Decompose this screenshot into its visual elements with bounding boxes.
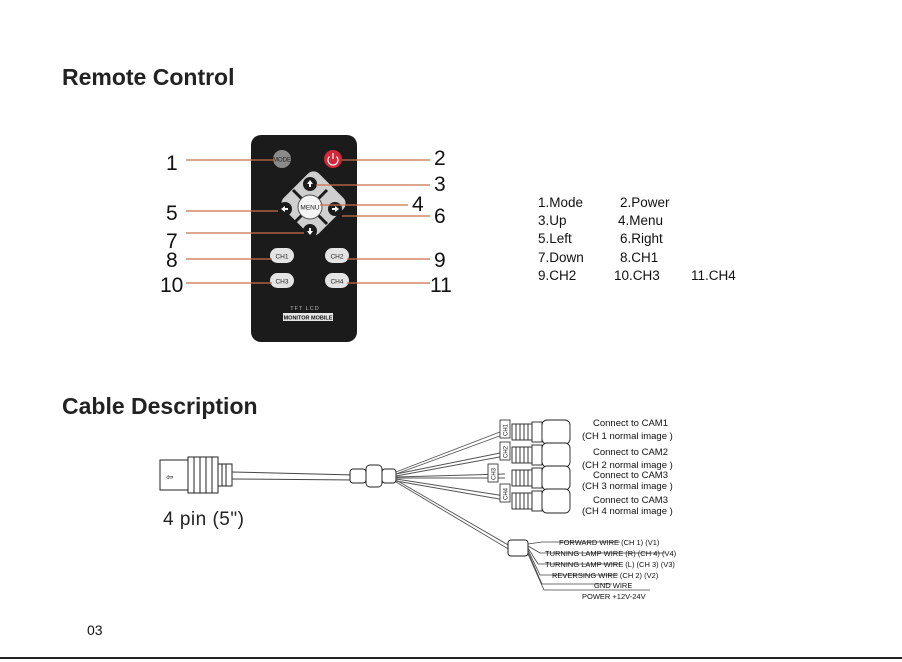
ch3-button-label: CH3 — [275, 279, 288, 286]
legend-item: 8.CH1 — [620, 250, 659, 265]
mode-button-label: MODE — [273, 158, 291, 164]
plug-tag-ch3: CH3 — [492, 467, 498, 480]
legend-item: 1.Mode — [538, 195, 584, 210]
callout-7: 7 — [166, 230, 178, 253]
arrow-down-icon — [307, 228, 313, 235]
section-title-cable: Cable Description — [62, 393, 258, 419]
cam3-label: Connect to CAM3 — [593, 470, 668, 481]
arrow-up-icon — [307, 180, 313, 187]
remote-illustration: MODE MENU CH1 CH2 CH3 CH4 TFT LCD MONITO… — [160, 135, 452, 342]
svg-text:⇦: ⇦ — [166, 472, 174, 482]
callout-1: 1 — [166, 152, 178, 175]
callout-5: 5 — [166, 202, 178, 225]
legend-item: 4.Menu — [618, 213, 664, 228]
cam4-sublabel: (CH 4 normal image ) — [582, 506, 673, 517]
plug-tag-ch1: CH1 — [504, 423, 510, 436]
wire-label-gnd: GND WIRE — [594, 581, 632, 590]
legend-item: 10.CH3 — [614, 268, 660, 283]
ch4-button — [325, 273, 349, 288]
brand-line2: MONITOR MOBILE — [284, 316, 333, 322]
cam1-label: Connect to CAM1 — [593, 418, 668, 429]
ch2-button-label: CH2 — [330, 254, 343, 261]
legend-item: 3.Up — [538, 213, 567, 228]
wire-label-turn-left: TURNING LAMP WIRE (L) (CH 3) (V3) — [545, 560, 675, 569]
plug-tag-ch2: CH2 — [504, 445, 510, 458]
wire-label-turn-right: TURNING LAMP WIRE (R) (CH 4) (V4) — [545, 549, 677, 558]
legend-item: 2.Power — [620, 195, 670, 210]
cam1-sublabel: (CH 1 normal image ) — [582, 431, 673, 442]
arrow-left-icon — [281, 206, 288, 212]
ch3-button — [270, 273, 294, 288]
legend-item: 5.Left — [538, 231, 572, 246]
wire-label-reversing: REVERSING WIRE (CH 2) (V2) — [552, 571, 659, 580]
callout-11: 11 — [430, 274, 452, 297]
ch1-button-label: CH1 — [275, 254, 288, 261]
callout-8: 8 — [166, 249, 178, 272]
menu-button — [297, 194, 323, 220]
ch2-button — [325, 248, 349, 263]
four-pin-connector — [159, 456, 233, 494]
mode-button — [273, 150, 291, 168]
cam2-label: Connect to CAM2 — [593, 447, 668, 458]
legend-item: 11.CH4 — [691, 268, 736, 283]
cam-connectors — [511, 419, 571, 514]
legend-item: 6.Right — [620, 231, 663, 246]
callout-10: 10 — [160, 274, 183, 297]
cam4-label: Connect to CAM3 — [593, 495, 668, 506]
power-icon — [327, 156, 339, 166]
connector-label: 4 pin (5") — [163, 509, 245, 530]
page-number: 03 — [87, 622, 103, 638]
legend-item: 7.Down — [538, 250, 584, 265]
dpad: MENU — [278, 171, 346, 238]
menu-button-label: MENU — [300, 205, 319, 212]
callout-9: 9 — [434, 249, 446, 272]
ch1-button — [270, 248, 294, 263]
callout-6: 6 — [434, 205, 446, 228]
plug-tag-ch4: CH4 — [504, 487, 510, 500]
cable-illustration: ⇦ CH1 CH2 CH3 CH4 — [159, 418, 677, 601]
wire-label-power: POWER +12V-24V — [582, 592, 646, 601]
bottom-rule — [0, 657, 902, 659]
callout-4: 4 — [412, 193, 424, 216]
cam3-sublabel: (CH 3 normal image ) — [582, 481, 673, 492]
arrow-right-icon — [332, 206, 339, 212]
callout-2: 2 — [434, 147, 446, 170]
callout-3: 3 — [434, 173, 446, 196]
wire-label-forward: FORWARD WIRE (CH 1) (V1) — [559, 538, 660, 547]
section-title-remote: Remote Control — [62, 64, 235, 90]
legend-item: 9.CH2 — [538, 268, 577, 283]
ch4-button-label: CH4 — [330, 279, 343, 286]
cam2-sublabel: (CH 2 normal image ) — [582, 460, 673, 471]
callout-lines — [186, 159, 430, 284]
brand-line1: TFT LCD — [290, 306, 320, 312]
